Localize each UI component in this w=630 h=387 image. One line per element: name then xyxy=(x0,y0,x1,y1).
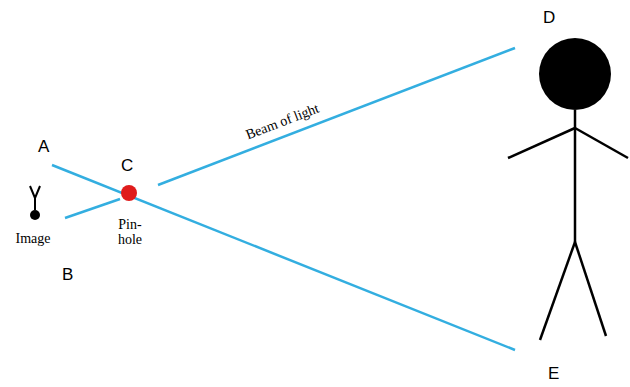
light-beam xyxy=(65,199,120,218)
image-label: Image xyxy=(16,231,51,246)
point-label: C xyxy=(121,157,133,176)
inverted-image-figure xyxy=(30,186,40,210)
pinhole-label: Pin- hole xyxy=(113,217,147,248)
image-head xyxy=(30,210,40,220)
point-label: D xyxy=(543,9,555,28)
light-beam xyxy=(158,48,515,185)
point-label: B xyxy=(62,266,73,285)
point-label: E xyxy=(548,365,559,384)
light-beams xyxy=(52,48,515,350)
pinhole-dot xyxy=(121,185,137,201)
stick-figure xyxy=(508,38,628,340)
light-beam xyxy=(52,165,515,350)
point-label: A xyxy=(38,138,49,157)
